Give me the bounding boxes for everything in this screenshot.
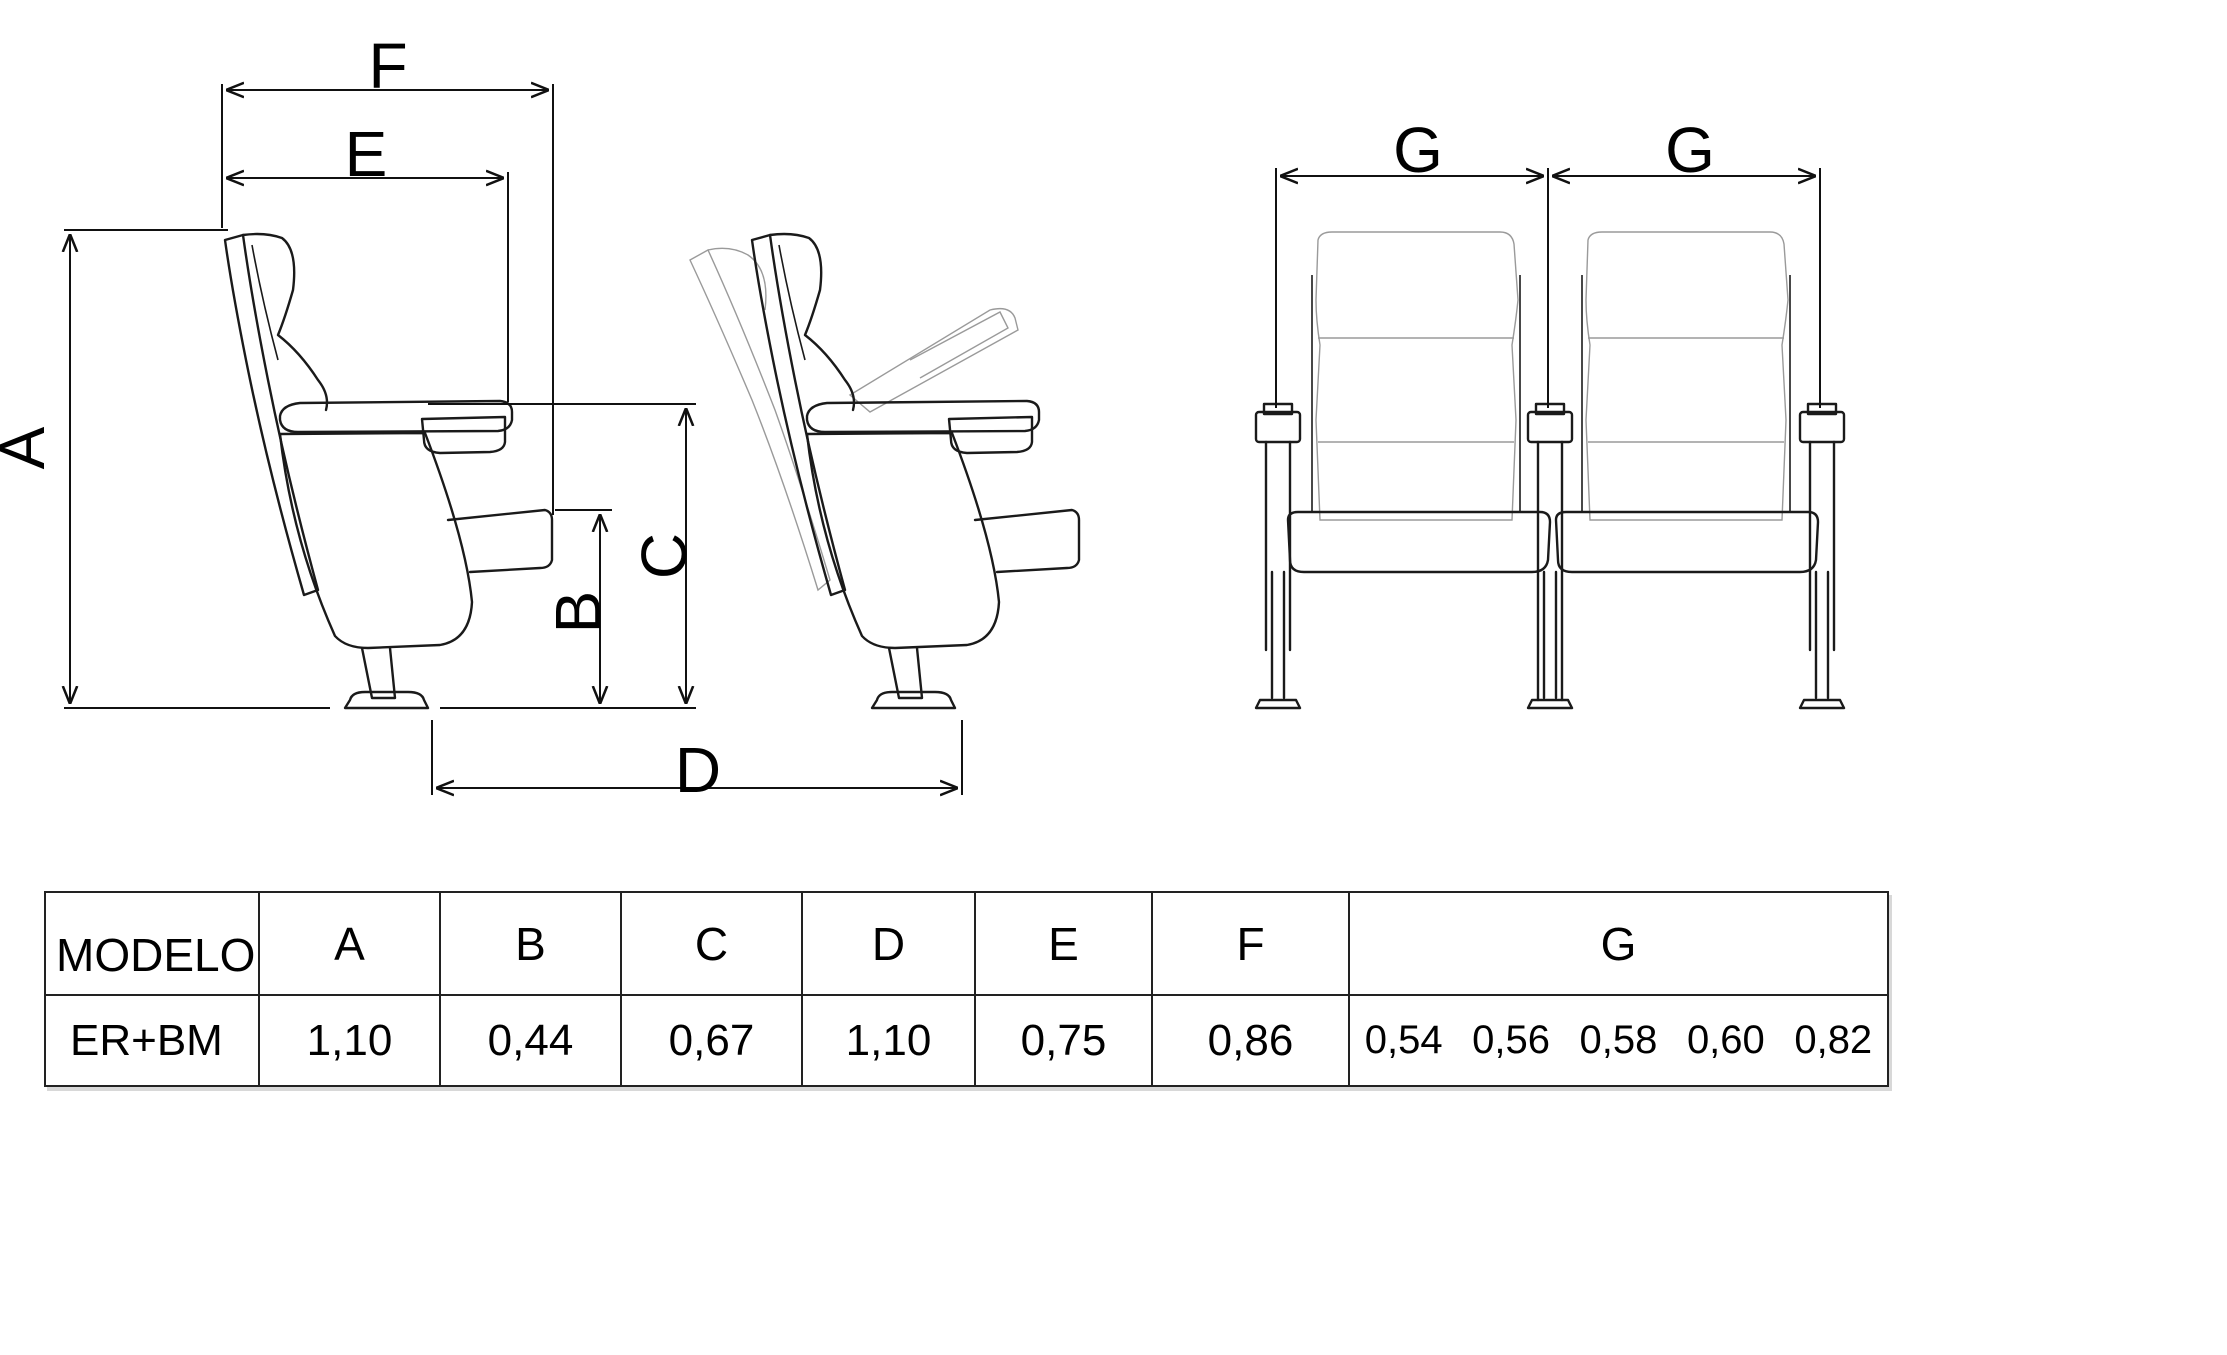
value-g-option: 0,54 bbox=[1364, 1018, 1443, 1062]
side-view-closed bbox=[223, 232, 554, 710]
header-d: D bbox=[801, 891, 976, 996]
header-e: E bbox=[974, 891, 1153, 996]
value-b: 0,44 bbox=[439, 994, 622, 1087]
dim-label-d: D bbox=[675, 734, 721, 806]
value-g-option: 0,60 bbox=[1686, 1018, 1765, 1062]
value-g-option: 0,82 bbox=[1794, 1018, 1873, 1062]
table-header-row: MODELO A B C D E F G bbox=[44, 891, 1889, 996]
value-e: 0,75 bbox=[974, 994, 1153, 1087]
dim-label-g-right: G bbox=[1665, 114, 1715, 186]
header-c: C bbox=[620, 891, 803, 996]
header-a: A bbox=[258, 891, 441, 996]
value-d: 1,10 bbox=[801, 994, 976, 1087]
dimension-lines bbox=[64, 84, 1821, 795]
value-f: 0,86 bbox=[1151, 994, 1350, 1087]
dim-label-g-left: G bbox=[1393, 114, 1443, 186]
side-view-reclined bbox=[689, 232, 1081, 710]
header-modelo: MODELO bbox=[44, 891, 260, 996]
value-g-option: 0,58 bbox=[1579, 1018, 1658, 1062]
front-view-two-seats bbox=[1254, 231, 1846, 710]
value-g-cell: 0,54 0,56 0,58 0,60 0,82 bbox=[1348, 994, 1889, 1087]
dim-label-a: A bbox=[0, 426, 58, 469]
dimensions-table: MODELO A B C D E F G ER+BM 1,10 0,44 0,6… bbox=[44, 891, 1889, 1087]
dim-label-e: E bbox=[345, 118, 388, 190]
header-f: F bbox=[1151, 891, 1350, 996]
dim-label-c: C bbox=[628, 533, 700, 579]
dim-label-f: F bbox=[368, 30, 407, 102]
model-value: ER+BM bbox=[44, 994, 260, 1087]
value-a: 1,10 bbox=[258, 994, 441, 1087]
dim-label-b: B bbox=[542, 591, 614, 634]
header-g: G bbox=[1348, 891, 1889, 996]
value-g-option: 0,56 bbox=[1472, 1018, 1551, 1062]
table-row: ER+BM 1,10 0,44 0,67 1,10 0,75 0,86 0,54… bbox=[44, 994, 1889, 1087]
header-b: B bbox=[439, 891, 622, 996]
value-c: 0,67 bbox=[620, 994, 803, 1087]
